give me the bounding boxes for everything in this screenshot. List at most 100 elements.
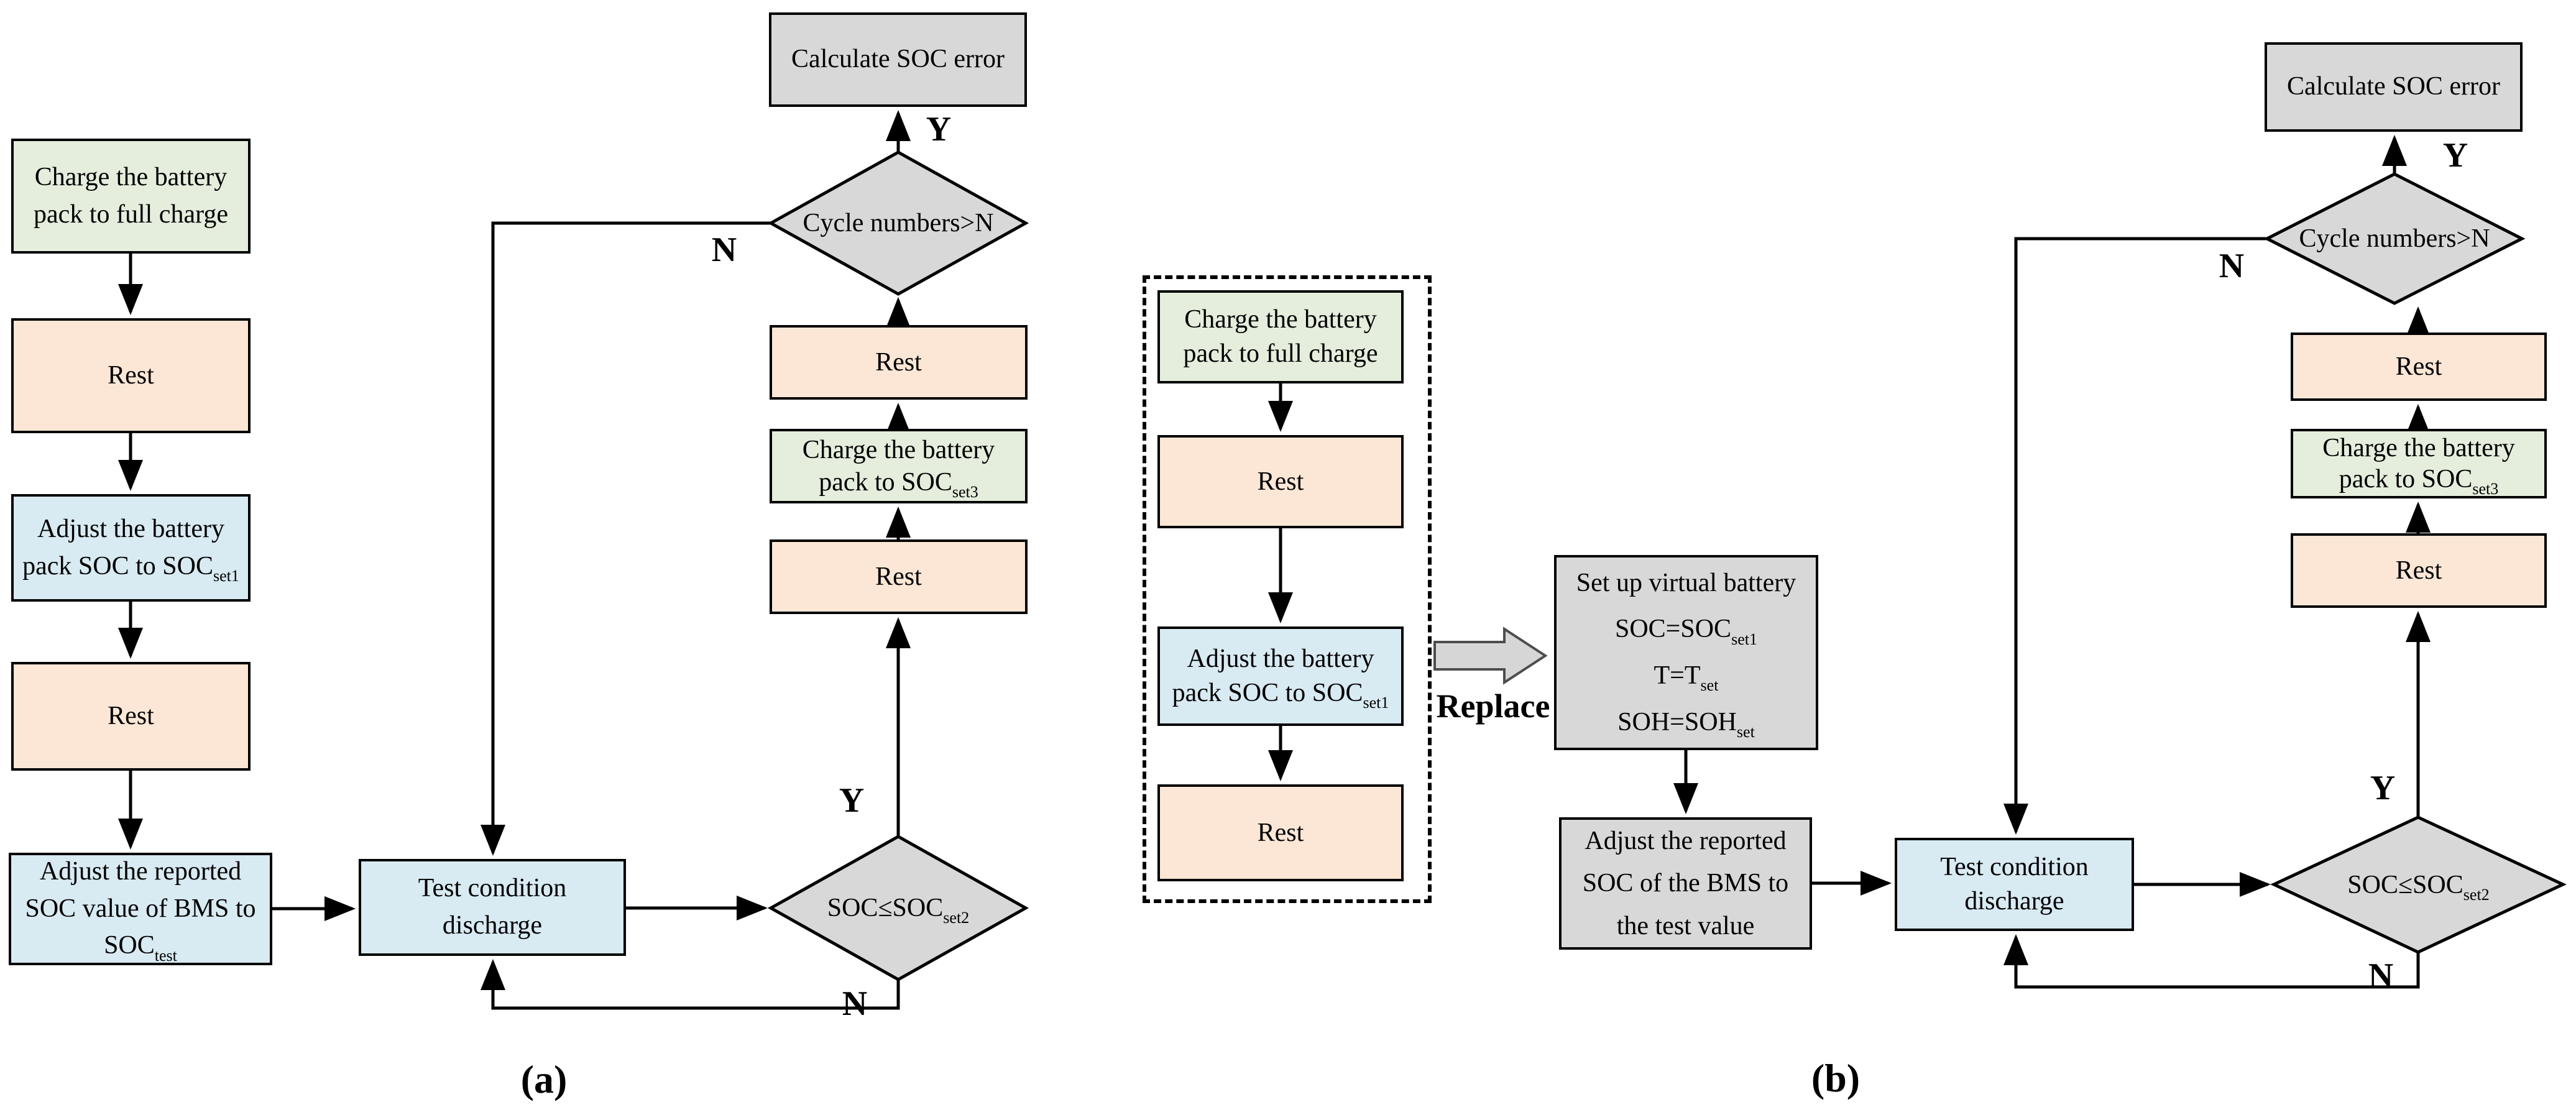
node-test-discharge-a: Test condition discharge	[359, 859, 626, 956]
node-text: Rest	[2395, 556, 2442, 585]
node-rest-module2: Rest	[1157, 784, 1404, 881]
subscript: set2	[943, 909, 970, 927]
branch-no-label: N	[842, 984, 868, 1023]
node-label: Calculate SOC error	[2287, 68, 2500, 106]
branch-no-label: N	[2368, 957, 2394, 995]
subscript: set1	[213, 566, 239, 585]
branch-yes-label: Y	[926, 110, 952, 149]
node-label: Charge the battery pack to full charge	[1169, 303, 1392, 370]
node-text: Set up virtual battery	[1576, 568, 1796, 597]
decision-label-cycle-a: Cycle numbers>N	[771, 152, 1026, 294]
subscript: set3	[2472, 480, 2499, 498]
node-label: Rest	[875, 346, 922, 379]
node-text: Rest	[1257, 818, 1304, 847]
node-label: Cycle numbers>N	[803, 208, 993, 238]
node-text: Charge the battery pack to full charge	[1183, 305, 1378, 368]
node-label: Adjust the battery pack SOC to SOCset1	[22, 511, 239, 585]
node-label: Calculate SOC error	[791, 41, 1005, 78]
node-rest-a1: Rest	[11, 318, 251, 433]
node-label: Test condition discharge	[1921, 850, 2108, 918]
node-label: Rest	[875, 561, 922, 594]
connector-line-no-branch	[2003, 237, 2267, 835]
node-text: Adjust the battery pack SOC to SOC	[1172, 645, 1374, 707]
node-text: Cycle numbers>N	[2299, 224, 2490, 253]
node-text: Rest	[875, 347, 922, 377]
node-text: SOC=SOC	[1614, 615, 1732, 644]
node-text: Test condition discharge	[1940, 853, 2089, 915]
node-test-discharge-b: Test condition discharge	[1895, 838, 2134, 931]
node-rest-b2: Rest	[2291, 333, 2547, 401]
node-label: Set up virtual battery SOC=SOCset1 T=Tse…	[1576, 560, 1796, 746]
node-text: Rest	[875, 562, 922, 591]
subscript: set	[1700, 676, 1719, 695]
node-charge-set3-a: Charge the battery pack to SOCset3	[770, 429, 1028, 503]
subscript: set	[1736, 723, 1755, 741]
node-text-line: SOH=SOHset	[1576, 699, 1796, 746]
decision-label-cycle-b: Cycle numbers>N	[2267, 174, 2522, 303]
subscript: test	[154, 946, 177, 965]
branch-no-label: N	[711, 231, 737, 269]
node-text: Adjust the reported SOC of the BMS to th…	[1582, 827, 1789, 940]
node-label: Adjust the reported SOC value of BMS to …	[20, 853, 261, 965]
decision-label-soc-a: SOC≤SOCset2	[771, 837, 1026, 980]
figure-caption-a: (a)	[520, 1057, 568, 1101]
node-text-line: Set up virtual battery	[1576, 560, 1796, 607]
node-text: Rest	[108, 701, 154, 730]
node-text: Test condition discharge	[418, 874, 567, 940]
node-adjust-pack-soc-module: Adjust the battery pack SOC to SOCset1	[1157, 626, 1404, 726]
node-charge-full-a: Charge the battery pack to full charge	[11, 139, 251, 254]
node-rest-a4: Rest	[770, 325, 1028, 400]
node-text: Charge the battery pack to SOC	[2322, 433, 2515, 493]
node-label: Charge the battery pack to SOCset3	[781, 434, 1016, 502]
branch-no-label: N	[2219, 247, 2245, 285]
node-label: Cycle numbers>N	[2299, 224, 2490, 254]
node-rest-a3: Rest	[770, 539, 1028, 614]
node-text: Rest	[108, 360, 154, 390]
node-text: T=T	[1654, 661, 1701, 690]
figure-caption-b: (b)	[1811, 1056, 1861, 1100]
node-text: Calculate SOC error	[2287, 72, 2500, 101]
node-label: Test condition discharge	[390, 870, 595, 944]
subscript: set2	[2463, 885, 2490, 904]
node-text: SOC≤SOC	[2347, 870, 2463, 899]
node-rest-b1: Rest	[2291, 533, 2547, 608]
decision-label-soc-b: SOC≤SOCset2	[2274, 817, 2563, 952]
branch-yes-label: Y	[2442, 136, 2468, 175]
node-label: Adjust the reported SOC of the BMS to th…	[1571, 820, 1801, 947]
node-text: Rest	[2395, 352, 2442, 381]
node-adjust-bms-test-value-b: Adjust the reported SOC of the BMS to th…	[1559, 817, 1812, 950]
node-label: Rest	[108, 698, 154, 735]
node-text: SOH=SOH	[1617, 707, 1737, 736]
node-charge-full-module: Charge the battery pack to full charge	[1157, 290, 1404, 383]
decision-diamond-cycle-b	[2263, 172, 2526, 305]
node-label: Charge the battery pack to full charge	[22, 159, 239, 233]
node-text-line: SOC=SOCset1	[1576, 606, 1796, 653]
decision-diamond-soc-b	[2270, 815, 2567, 954]
replaced-module-outline	[1143, 275, 1432, 903]
node-label: Rest	[2396, 554, 2442, 587]
node-label: Rest	[2396, 351, 2442, 382]
node-rest-a2: Rest	[11, 662, 251, 771]
node-text: Calculate SOC error	[791, 45, 1005, 74]
node-label: SOC≤SOCset2	[2347, 870, 2489, 903]
node-label: SOC≤SOCset2	[827, 893, 969, 926]
node-label: Rest	[1258, 465, 1304, 499]
node-adjust-bms-soc-a: Adjust the reported SOC value of BMS to …	[9, 853, 272, 965]
node-text: Adjust the reported SOC value of BMS to …	[25, 857, 256, 960]
node-text: Cycle numbers>N	[803, 209, 994, 237]
decision-diamond-cycle-a	[767, 150, 1029, 296]
subscript: set3	[952, 483, 978, 502]
node-charge-set3-b: Charge the battery pack to SOCset3	[2291, 429, 2547, 498]
node-setup-virtual-battery-b: Set up virtual battery SOC=SOCset1 T=Tse…	[1554, 555, 1818, 750]
replace-arrow-label: Replace	[1436, 687, 1550, 725]
decision-diamond-soc-a	[767, 835, 1029, 981]
node-text: Charge the battery pack to SOC	[802, 435, 995, 497]
node-text: Rest	[1257, 467, 1304, 496]
connector-line-no-loop	[2003, 934, 2420, 989]
node-label: Charge the battery pack to SOCset3	[2302, 433, 2536, 498]
node-calc-soc-error-a: Calculate SOC error	[769, 12, 1027, 107]
subscript: set1	[1363, 694, 1389, 712]
branch-yes-label: Y	[2370, 769, 2396, 807]
